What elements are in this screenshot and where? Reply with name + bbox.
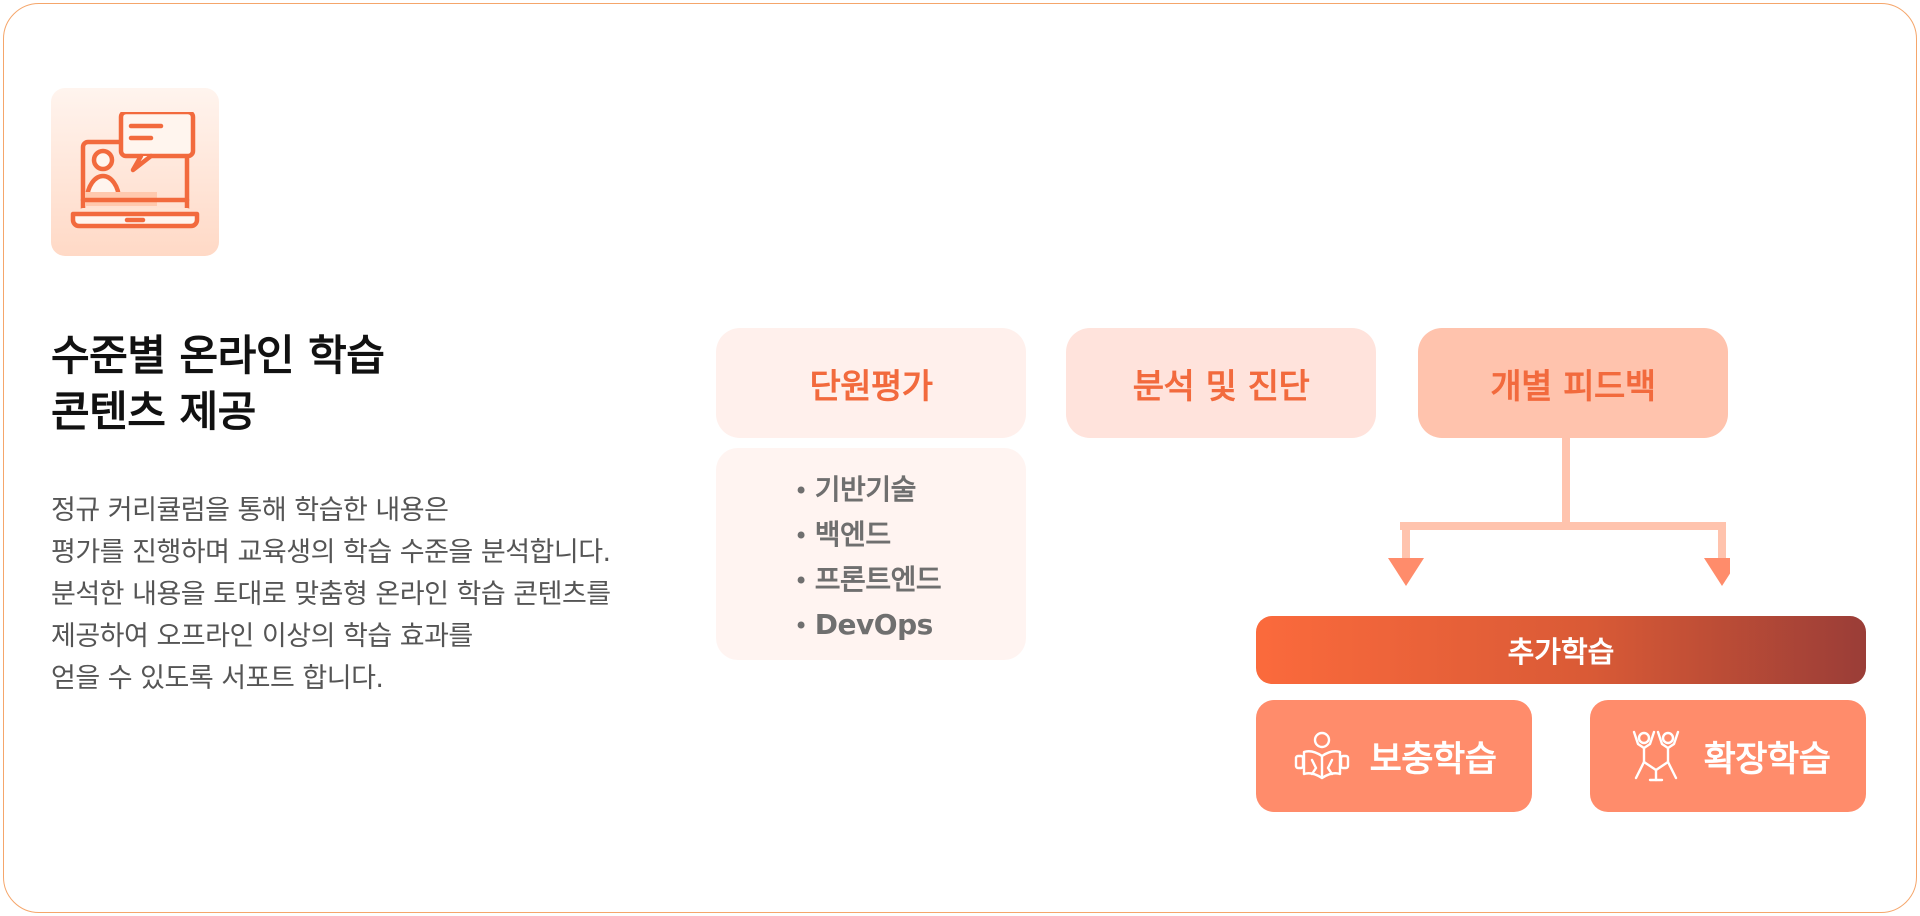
extended-learning-label: 확장학습 [1703, 739, 1831, 780]
extended-learning-box: 확장학습 [1590, 700, 1866, 812]
section-description: 정규 커리큘럼을 통해 학습한 내용은 평가를 진행하며 교육생의 학습 수준을… [51, 490, 691, 700]
remedial-learning-box: 보충학습 [1256, 700, 1532, 812]
step-label: 단원평가 [809, 366, 933, 407]
step-analysis: 분석 및 진단 [1066, 328, 1376, 438]
teamwork-icon [1632, 730, 1679, 782]
extra-learning-bar: 추가학습 [1256, 616, 1866, 684]
unit-topic-list: 기반기술 백엔드 프론트엔드 DevOps [716, 448, 1026, 660]
remedial-learning-label: 보충학습 [1369, 739, 1497, 780]
reading-student-icon [1294, 731, 1349, 780]
step-feedback: 개별 피드백 [1418, 328, 1728, 438]
arrow-down-icon [1704, 558, 1730, 586]
list-item: DevOps [794, 603, 941, 648]
online-lecture-icon [70, 112, 200, 229]
description-line: 정규 커리큘럼을 통해 학습한 내용은 [51, 495, 449, 526]
list-item: 백엔드 [794, 513, 941, 558]
section-title: 수준별 온라인 학습 콘텐츠 제공 [51, 328, 651, 440]
arrow-down-icon [1388, 558, 1424, 586]
step-label: 분석 및 진단 [1132, 366, 1310, 407]
list-item: 기반기술 [794, 468, 941, 513]
feedback-connector [1388, 438, 1730, 586]
list-item: 프론트엔드 [794, 558, 942, 603]
description-line: 분석한 내용을 토대로 맞춤형 온라인 학습 콘텐츠를 [51, 579, 611, 610]
title-line: 수준별 온라인 학습 [51, 331, 385, 380]
description-line: 평가를 진행하며 교육생의 학습 수준을 분석합니다. [51, 537, 611, 568]
description-line: 제공하여 오프라인 이상의 학습 효과를 [51, 621, 473, 652]
extra-learning-label: 추가학습 [1507, 635, 1615, 669]
online-lecture-icon-tile [51, 88, 219, 256]
step-unit-test: 단원평가 [716, 328, 1026, 438]
description-line: 얻을 수 있도록 서포트 합니다. [51, 663, 384, 694]
title-line: 콘텐츠 제공 [51, 387, 256, 436]
step-label: 개별 피드백 [1490, 366, 1656, 407]
